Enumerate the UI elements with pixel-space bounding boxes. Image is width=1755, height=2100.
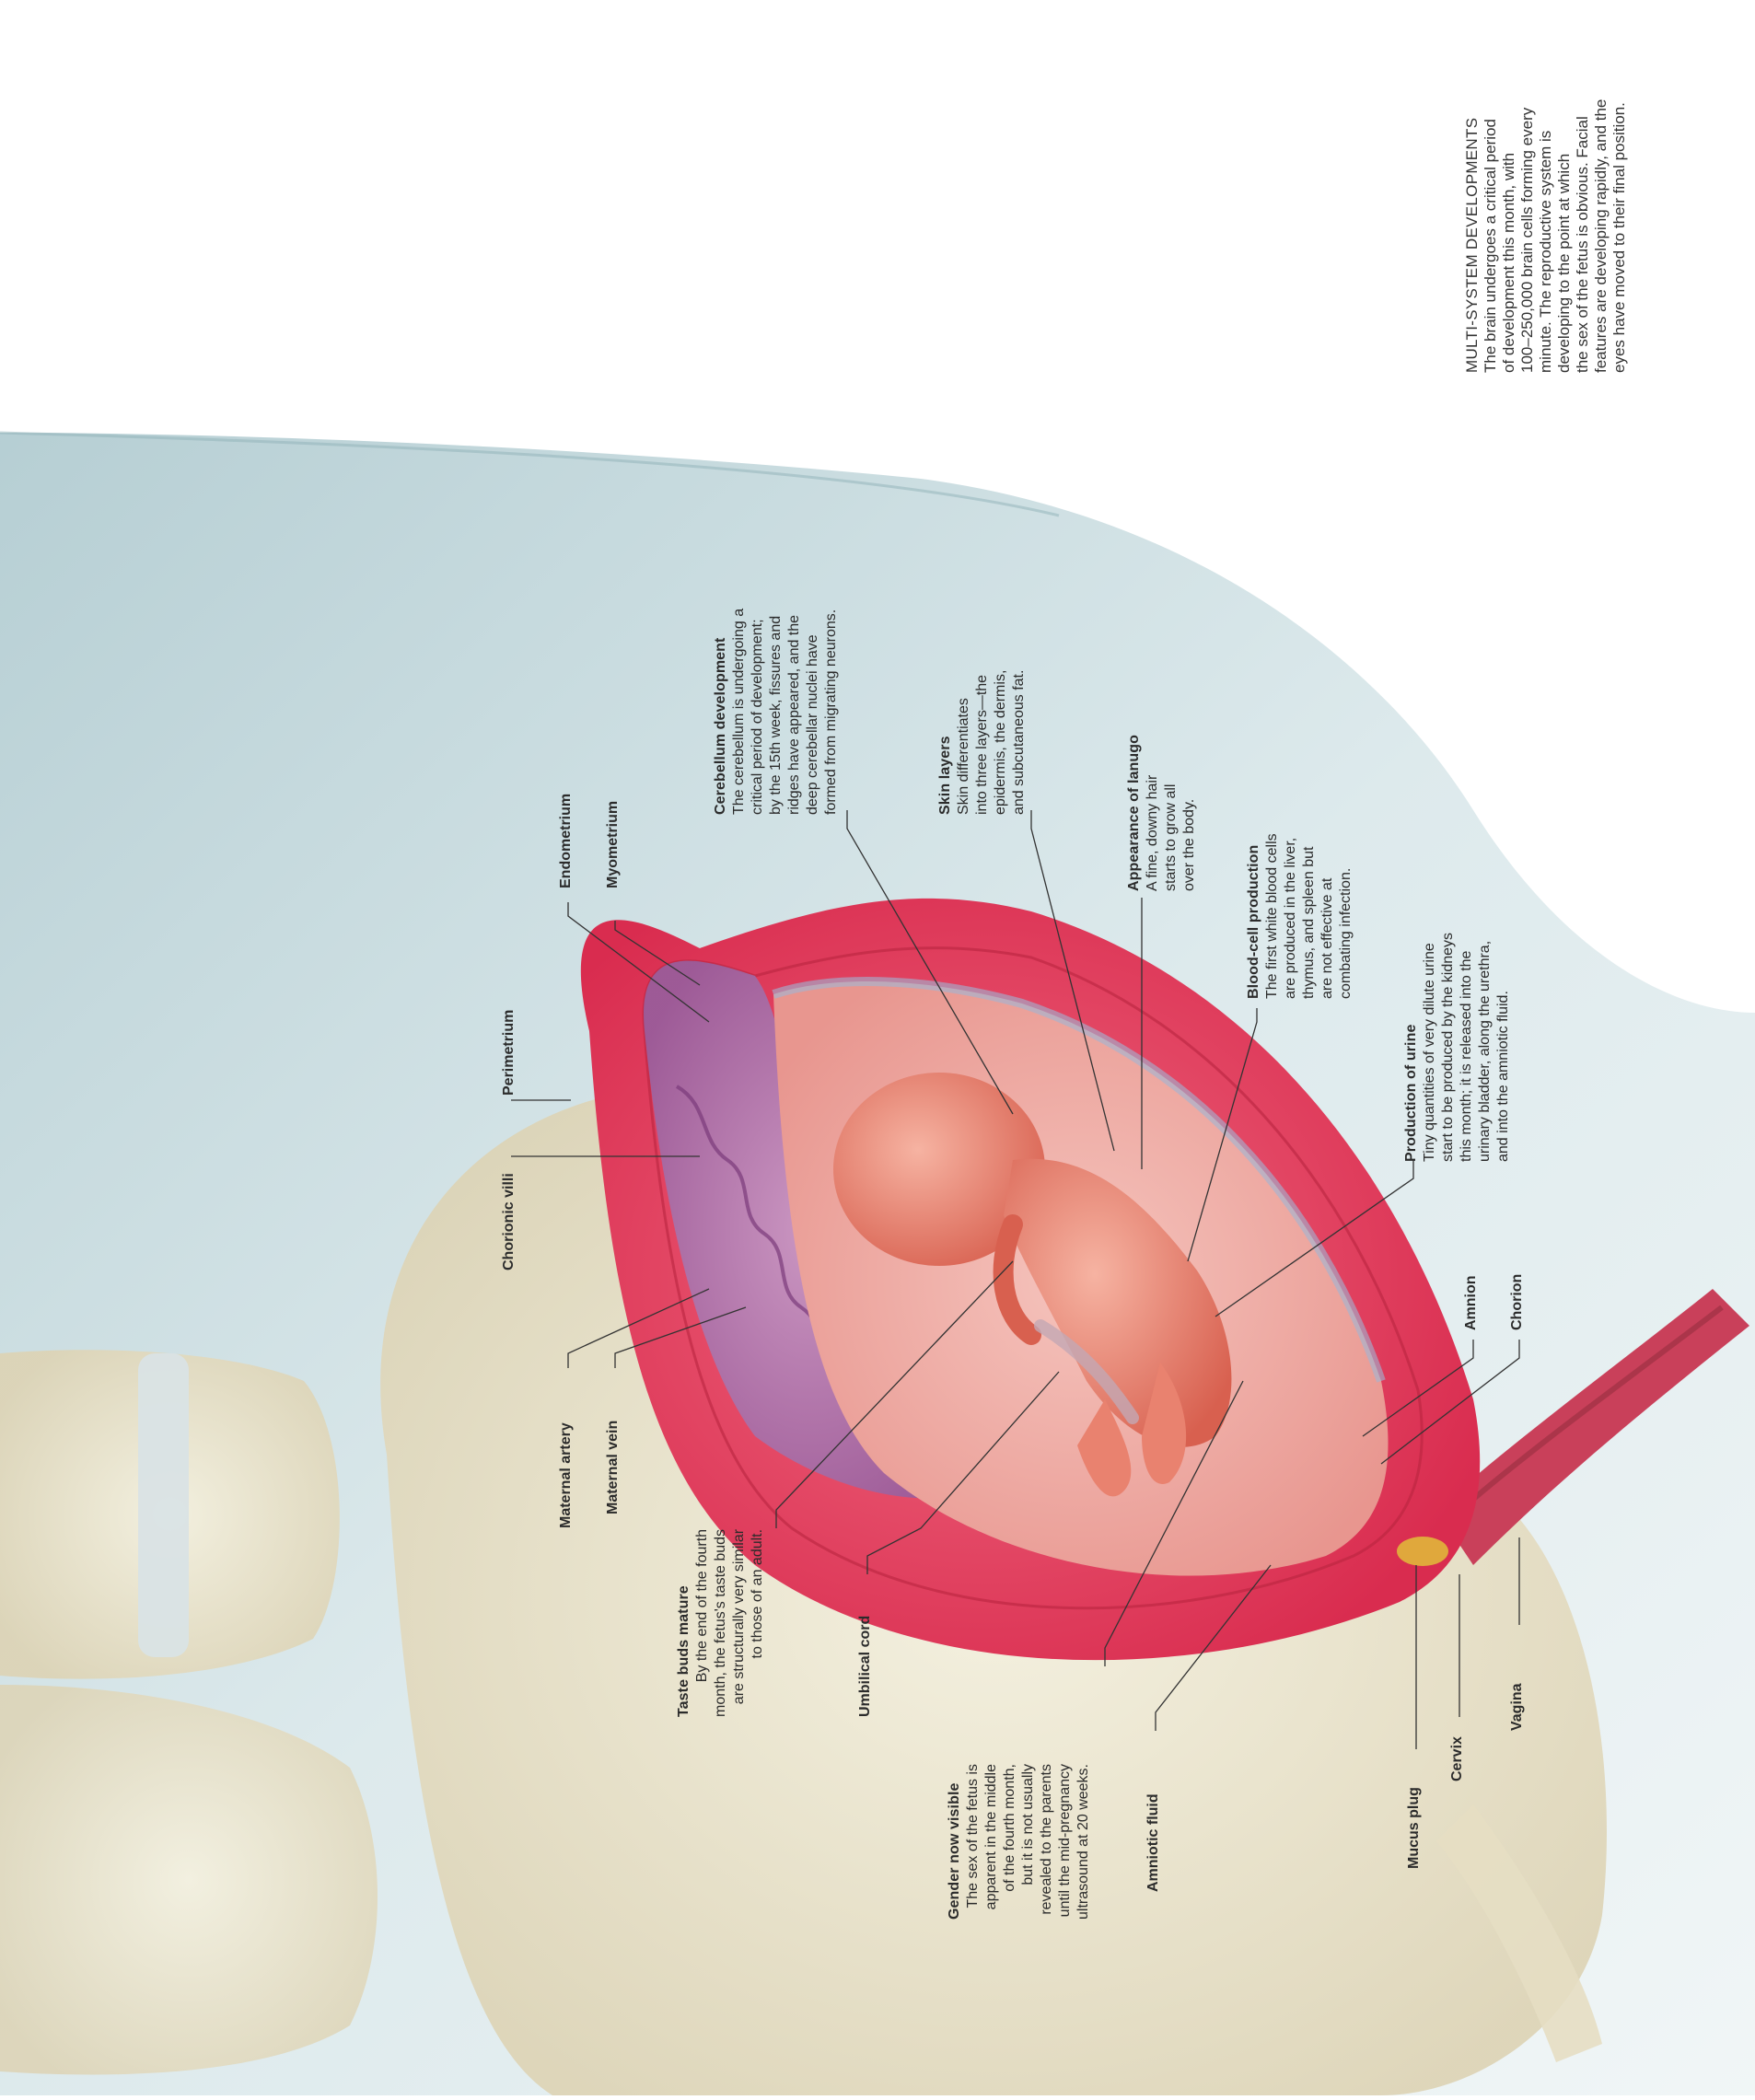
callout-line: are not effective at [1319,833,1337,999]
intro-line: minute. The reproductive system is [1537,99,1555,373]
callout-skin-layers: Skin layers Skin differentiates into thr… [936,670,1029,815]
callout-line: The first white blood cells [1263,833,1282,999]
intro-line: developing to the point at which [1555,99,1574,373]
callout-line: epidermis, the dermis, [992,670,1010,815]
callout-line: combating infection. [1337,833,1355,999]
callout-urine: Production of urine Tiny quantities of v… [1402,933,1513,1162]
callout-line: Skin differentiates [955,670,973,815]
label-perimetrium: Perimetrium [500,1010,518,1096]
callout-line: this month; it is released into the [1458,933,1476,1162]
callout-line: are structurally very similar [730,1529,749,1717]
label-vagina: Vagina [1508,1683,1527,1731]
mucus-plug [1397,1537,1448,1566]
callout-title: Blood-cell production [1245,833,1263,999]
callout-line: are produced in the liver, [1282,833,1300,999]
callout-line: into three layers—the [973,670,992,815]
intro-line: The brain undergoes a critical period [1482,99,1500,373]
label-mucus-plug: Mucus plug [1405,1787,1424,1869]
label-endometrium: Endometrium [557,794,575,888]
callout-title: Taste buds mature [675,1529,693,1717]
intro-line: eyes have moved to their final position. [1610,99,1629,373]
callout-line: critical period of development; [749,609,767,815]
label-umbilical-cord: Umbilical cord [856,1616,875,1717]
label-myometrium: Myometrium [604,801,622,888]
callout-line: but it is not usually [1019,1764,1038,1920]
callout-line: A fine, downy hair [1144,735,1162,891]
callout-line: By the end of the fourth [693,1529,712,1717]
intro-block: MULTI-SYSTEM DEVELOPMENTS The brain unde… [1463,99,1629,373]
intro-line: the sex of the fetus is obvious. Facial [1574,99,1592,373]
label-chorionic-villi: Chorionic villi [500,1173,518,1270]
callout-line: and subcutaneous fat. [1010,670,1029,815]
label-amniotic-fluid: Amniotic fluid [1145,1793,1163,1892]
callout-line: Tiny quantities of very dilute urine [1421,933,1439,1162]
callout-cerebellum: Cerebellum development The cerebellum is… [712,609,841,815]
callout-title: Skin layers [936,670,955,815]
label-amnion: Amnion [1462,1275,1481,1330]
callout-line: of the fourth month, [1001,1764,1019,1920]
intro-heading: MULTI-SYSTEM DEVELOPMENTS [1463,99,1482,373]
callout-line: apparent in the middle [982,1764,1001,1920]
callout-line: over the body. [1180,735,1199,891]
callout-line: month, the fetus's taste buds [712,1529,730,1717]
intro-line: of development this month, with [1500,99,1518,373]
callout-line: ridges have appeared, and the [785,609,804,815]
label-chorion: Chorion [1508,1274,1527,1330]
callout-line: starts to grow all [1162,735,1180,891]
intro-line: features are developing rapidly, and the [1592,99,1610,373]
callout-line: urinary bladder, along the urethra, [1476,933,1494,1162]
callout-title: Cerebellum development [712,609,730,815]
callout-line: by the 15th week, fissures and [767,609,785,815]
callout-taste-buds: Taste buds mature By the end of the four… [675,1529,767,1717]
callout-gender: Gender now visible The sex of the fetus … [946,1764,1093,1920]
intro-line: 100–250,000 brain cells forming every [1518,99,1537,373]
label-cervix: Cervix [1448,1736,1467,1781]
callout-title: Production of urine [1402,933,1421,1162]
label-maternal-vein: Maternal vein [604,1421,622,1514]
callout-line: and into the amniotic fluid. [1494,933,1513,1162]
callout-title: Appearance of lanugo [1125,735,1144,891]
label-maternal-artery: Maternal artery [557,1422,575,1528]
callout-line: start to be produced by the kidneys [1439,933,1458,1162]
callout-line: to those of an adult. [749,1529,767,1717]
callout-line: deep cerebellar nuclei have [804,609,822,815]
callout-line: thymus, and spleen but [1300,833,1319,999]
callout-line: The sex of the fetus is [964,1764,982,1920]
callout-title: Gender now visible [946,1764,964,1920]
callout-line: The cerebellum is undergoing a [730,609,749,815]
callout-lanugo: Appearance of lanugo A fine, downy hair … [1125,735,1199,891]
callout-line: formed from migrating neurons. [822,609,841,815]
callout-line: revealed to the parents [1038,1764,1056,1920]
callout-line: until the mid-pregnancy [1056,1764,1075,1920]
callout-line: ultrasound at 20 weeks. [1075,1764,1093,1920]
callout-blood-cell: Blood-cell production The first white bl… [1245,833,1355,999]
